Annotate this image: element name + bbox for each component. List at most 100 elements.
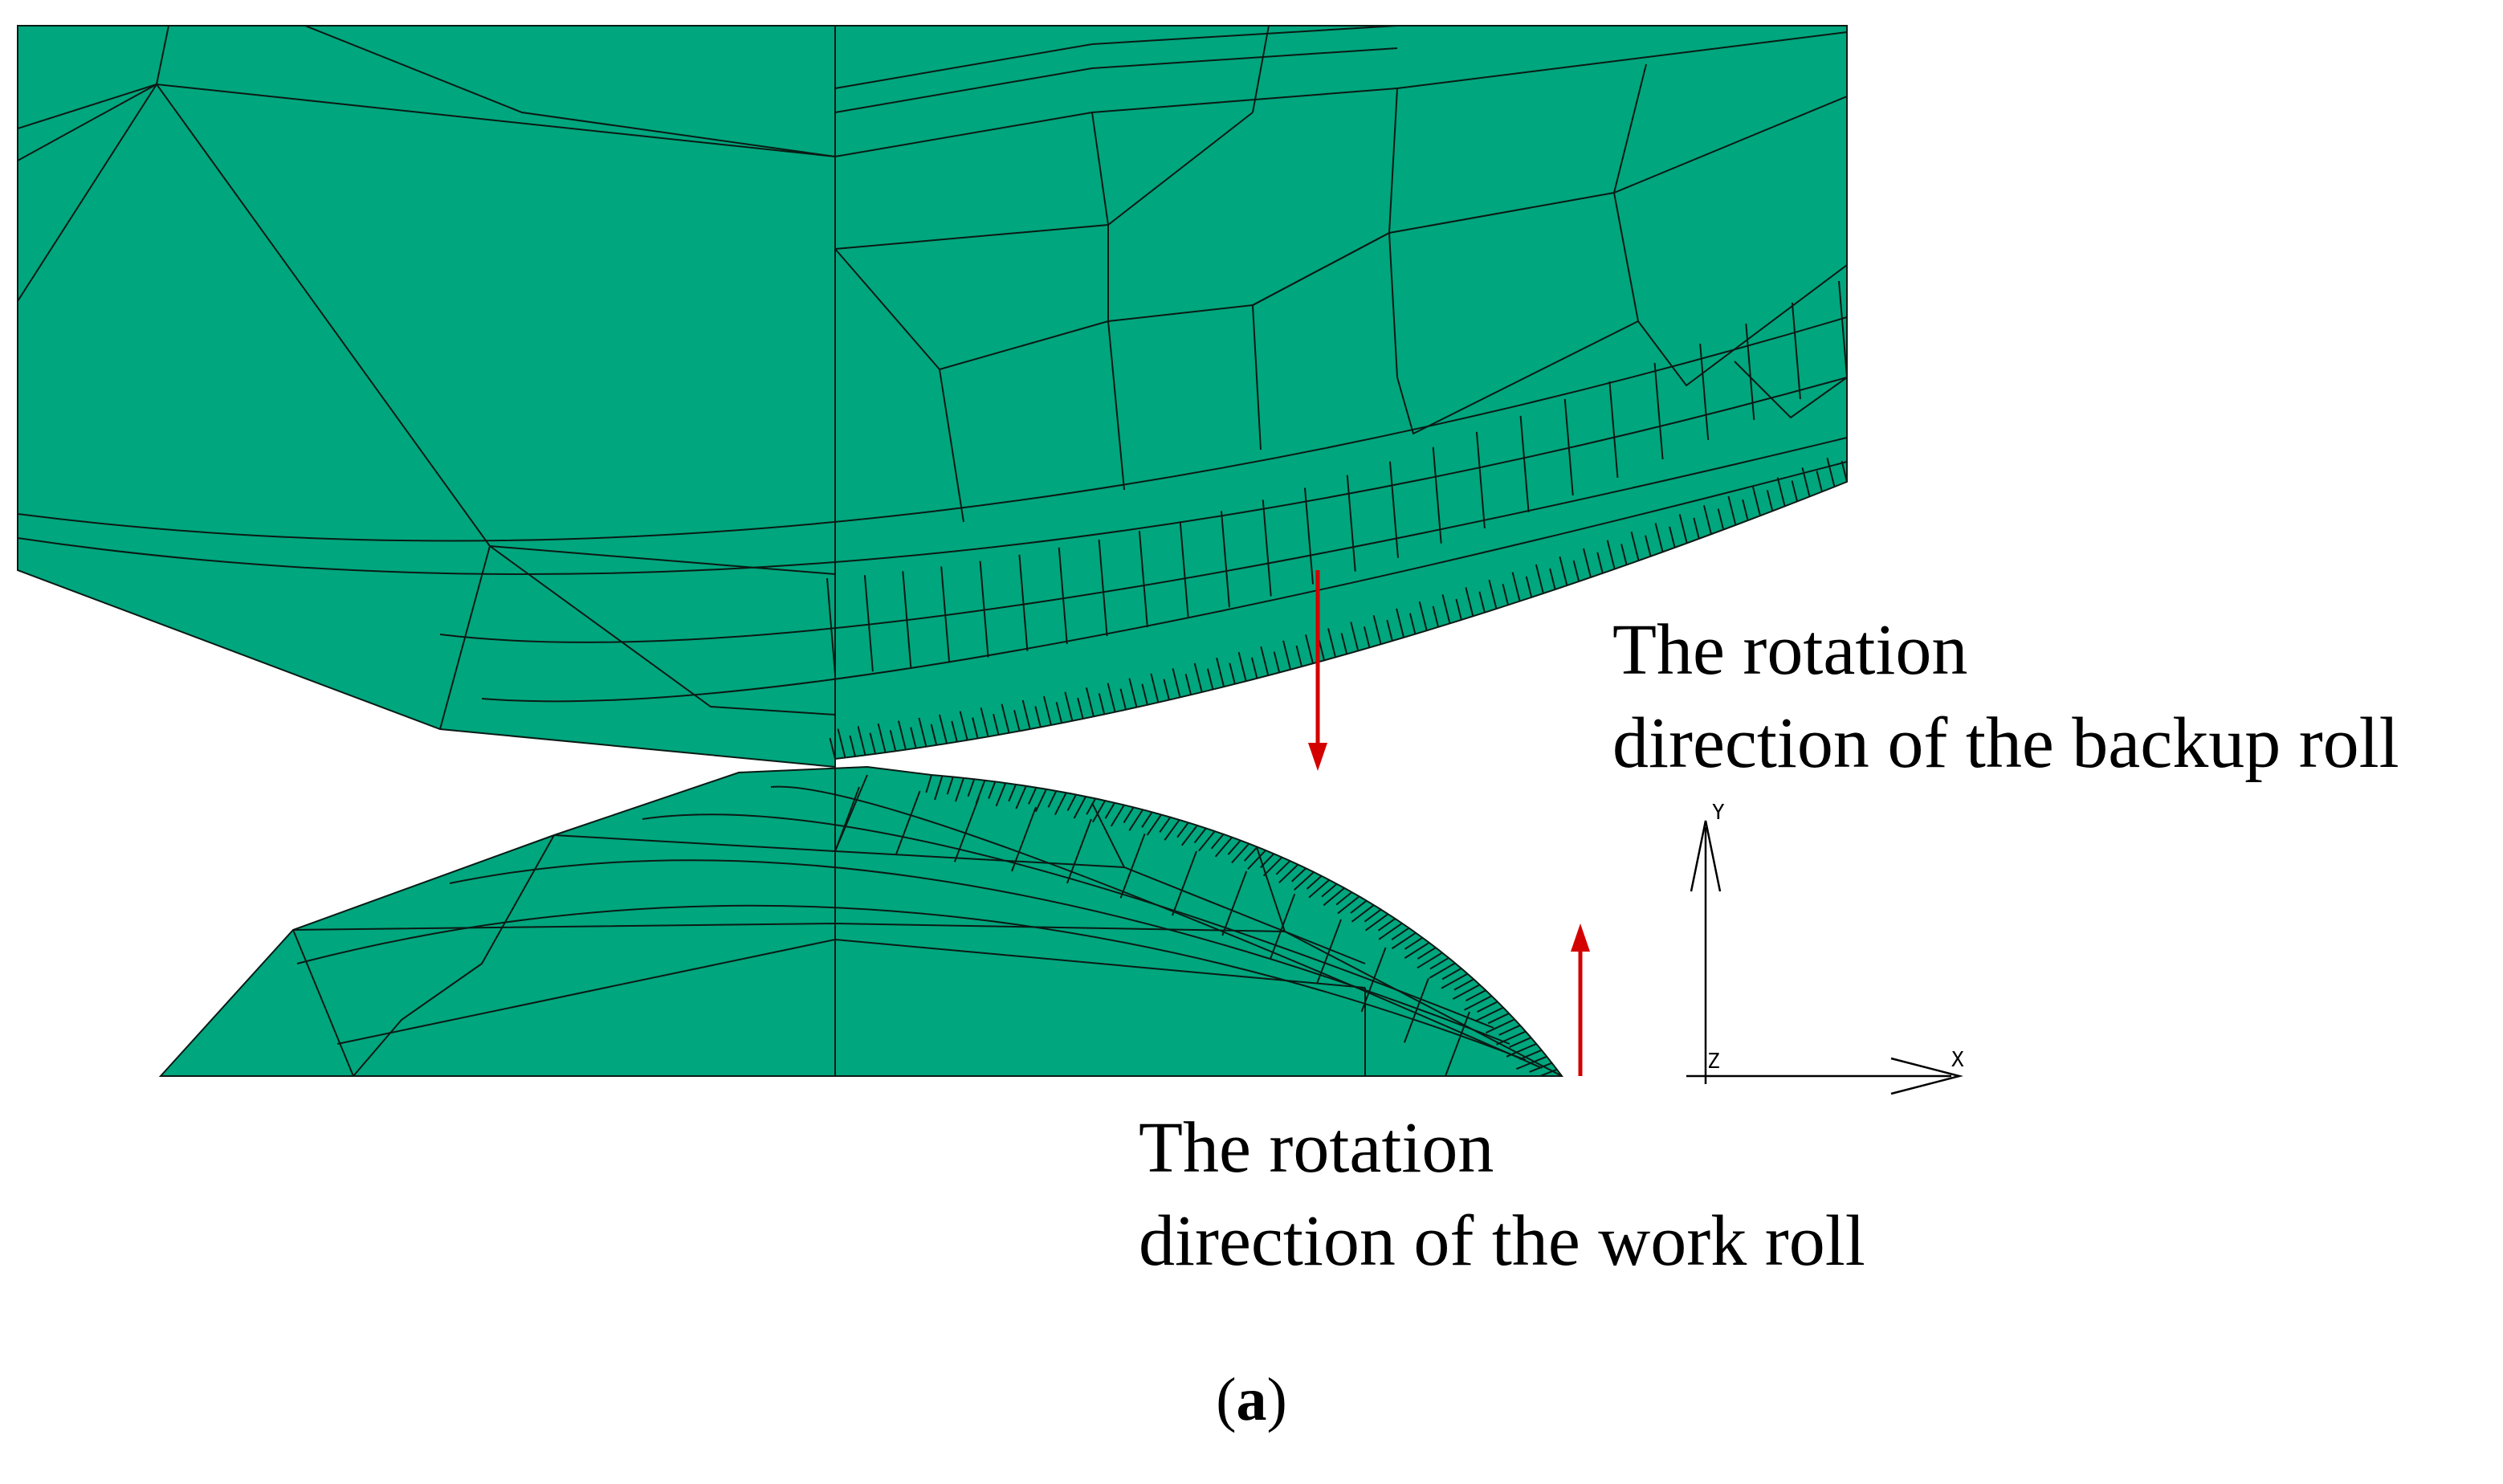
backup-roll-radial-line	[1678, 514, 1688, 544]
work-roll-radial-line	[1364, 908, 1382, 923]
backup-roll-radial-line	[1549, 568, 1556, 590]
backup-roll-radial-line	[1193, 662, 1203, 693]
backup-roll-radial-line	[979, 561, 989, 658]
backup-roll-radial-line	[1751, 487, 1761, 516]
backup-roll-radial-line	[897, 720, 907, 750]
backup-roll-radial-line	[1535, 564, 1544, 594]
work-roll-radial-line	[1119, 833, 1146, 899]
backup-roll-radial-line	[877, 723, 887, 753]
backup-roll-radial-line	[1346, 475, 1356, 572]
work-roll-radial-line	[1506, 1042, 1537, 1058]
backup-roll-radial-line	[826, 577, 836, 675]
work-roll-radial-line	[1066, 794, 1077, 812]
work-roll-radial-line	[1350, 899, 1368, 914]
backup-roll-radial-line	[857, 726, 866, 756]
arrow-up-icon	[1571, 923, 1590, 1076]
backup-roll-radial-line	[1742, 499, 1749, 521]
backup-roll-radial-line	[1372, 615, 1382, 645]
arrow-down-icon	[1308, 570, 1327, 771]
backup-roll-radial-line	[1350, 622, 1360, 651]
backup-roll-radial-line	[1703, 504, 1712, 535]
backup-roll-radial-line	[1745, 323, 1755, 421]
work-roll-radial-line	[1227, 839, 1241, 855]
work-roll-radial-line	[1028, 787, 1037, 805]
work-roll-radial-line	[925, 774, 932, 793]
backup-roll-radial-line	[1295, 645, 1302, 667]
backup-roll-radial-line	[1172, 668, 1181, 698]
work-roll-radial-line	[1360, 947, 1387, 1013]
backup-roll-radial-line	[1582, 548, 1592, 578]
backup-roll-radial-line	[1119, 688, 1127, 710]
work-roll-radial-line	[946, 777, 954, 795]
work-roll-radial-line	[1159, 817, 1172, 833]
work-roll-radial-line	[1275, 860, 1291, 875]
work-roll-radial-line	[1180, 825, 1198, 846]
backup-roll-radial-line	[1318, 639, 1325, 661]
backup-roll-radial-line	[1327, 628, 1337, 658]
work-roll-radial-line	[1378, 922, 1403, 940]
work-roll-radial-line	[1066, 818, 1092, 884]
work-roll-radial-line	[1008, 784, 1017, 802]
work-roll-radial-line	[1404, 936, 1423, 950]
backup-roll-radial-line	[1237, 652, 1247, 682]
backup-roll-radial-line	[1816, 471, 1823, 492]
work-roll-radial-line	[953, 797, 980, 862]
backup-roll-radial-line	[1596, 552, 1604, 574]
work-roll-radial-line	[1176, 822, 1189, 838]
backup-roll-radial-line	[1260, 646, 1270, 676]
backup-roll-radial-line	[1630, 531, 1640, 561]
work-roll-radial-line	[1452, 984, 1481, 1000]
backup-roll-radial-line	[849, 735, 856, 757]
work-roll-radial-line	[1214, 837, 1233, 858]
work-roll-radial-line	[1293, 871, 1315, 891]
work-roll-radial-line	[834, 786, 860, 852]
backup-roll-radial-line	[1441, 594, 1451, 624]
backup-roll-radial-line	[1021, 699, 1031, 730]
backup-roll-radial-line	[1465, 587, 1474, 617]
work-roll-radial-line	[1498, 1024, 1521, 1036]
work-roll-radial-line	[1193, 827, 1207, 844]
work-roll-radial-line	[1146, 813, 1162, 836]
work-roll-radial-line	[1306, 875, 1323, 890]
caption-close: )	[1266, 1366, 1287, 1433]
backup-roll-radial-line	[1727, 495, 1737, 526]
work-roll-radial-line	[1487, 1013, 1510, 1025]
work-roll-radial-line	[1308, 879, 1330, 899]
backup-roll-radial-line	[1386, 619, 1393, 642]
work-roll-radial-line	[1290, 867, 1307, 883]
backup-roll-radial-line	[951, 720, 958, 743]
backup-roll-radial-line	[1559, 556, 1568, 586]
backup-roll-label-line2: direction of the backup roll	[1612, 703, 2399, 783]
work-roll-radial-line	[1198, 830, 1216, 852]
backup-roll-radial-line	[1608, 381, 1619, 478]
work-roll-radial-line	[1441, 972, 1469, 989]
work-roll-radial-line	[1464, 995, 1493, 1011]
backup-roll-radial-line	[1128, 678, 1138, 708]
work-roll-radial-line	[1244, 846, 1258, 862]
backup-roll-radial-line	[972, 717, 979, 739]
backup-roll-radial-line	[1179, 521, 1189, 618]
work-roll-radial-line	[1172, 850, 1197, 916]
work-roll-radial-line	[895, 790, 921, 856]
work-roll-radial-line	[1509, 1037, 1531, 1048]
backup-roll-radial-line	[1396, 608, 1405, 638]
backup-roll-radial-line	[1229, 662, 1236, 685]
backup-roll-radial-line	[1654, 523, 1664, 552]
work-roll-radial-line	[1054, 792, 1067, 816]
backup-roll-body	[17, 25, 1848, 768]
backup-roll-radial-line	[1791, 302, 1801, 400]
backup-roll-radial-line	[902, 571, 912, 668]
figure-caption: (a)	[0, 1365, 2503, 1435]
backup-roll-radial-line	[1064, 691, 1074, 721]
work-roll-radial-line	[1260, 853, 1274, 868]
backup-roll-radial-line	[1058, 547, 1068, 644]
work-roll-radial-line	[1321, 883, 1338, 898]
coordinate-axes	[1686, 820, 1963, 1095]
work-roll-radial-line	[1270, 893, 1296, 959]
z-axis-label: Z	[1707, 1050, 1720, 1074]
work-roll-label: The rotation direction of the work roll	[1139, 1102, 1865, 1288]
work-roll-radial-line	[1247, 850, 1266, 870]
backup-roll-radial-line	[1606, 540, 1616, 569]
backup-roll-label: The rotation direction of the backup rol…	[1612, 604, 2399, 790]
work-roll-label-line1: The rotation	[1139, 1108, 1494, 1188]
